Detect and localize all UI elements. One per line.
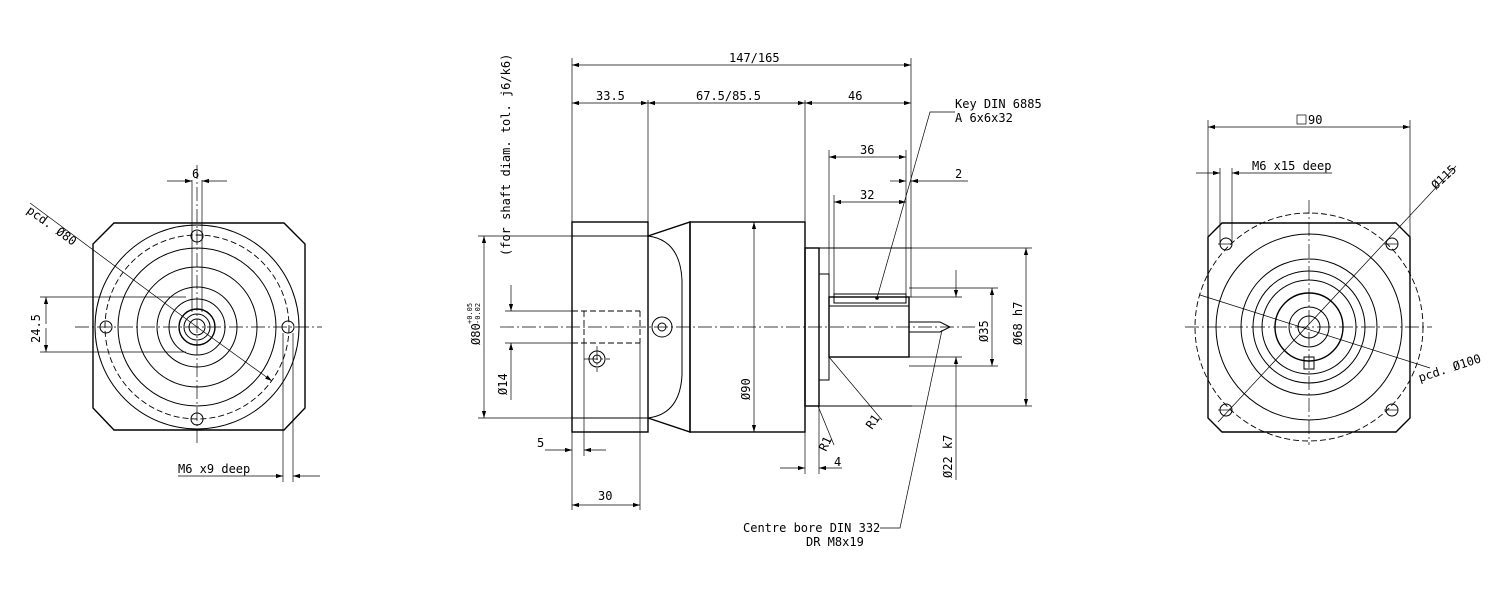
left-view: 6 pcd. Ø80 24.5 M6 x9 deep: [24, 165, 322, 482]
dim-dia-80-tol-lower: -0.02: [474, 303, 482, 324]
dim-dia-90: Ø90: [739, 378, 753, 400]
dim-dia-80: Ø80: [469, 323, 483, 345]
side-view: 147/165 33.5 67.5/85.5 46 36 32 2 Key DI…: [466, 51, 1042, 549]
dim-2: 2: [955, 167, 962, 181]
right-thread-label: M6 x15 deep: [1252, 159, 1331, 173]
dim-6: 6: [192, 167, 199, 181]
centre-bore-label-line2: DR M8x19: [806, 535, 864, 549]
dim-33-5: 33.5: [596, 89, 625, 103]
shaft-tolerance-note: (for shaft diam. tol. j6/k6): [499, 54, 513, 256]
dim-total-length: 147/165: [729, 51, 780, 65]
right-square-dim: 90: [1308, 113, 1322, 127]
dim-dia-35: Ø35: [977, 320, 991, 342]
left-flange-outline: [92, 222, 306, 431]
dim-32: 32: [860, 188, 874, 202]
left-pcd-label: pcd. Ø80: [24, 203, 79, 248]
dim-30: 30: [598, 489, 612, 503]
square-symbol: [1296, 114, 1307, 125]
centre-bore: [909, 321, 952, 333]
dim-dia-14: Ø14: [496, 373, 510, 395]
dim-dia-68: Ø68 h7: [1011, 302, 1025, 345]
input-flange: [571, 221, 649, 433]
dim-5: 5: [537, 436, 544, 450]
dim-46: 46: [848, 89, 862, 103]
vent-plug: [651, 316, 673, 338]
right-view: 90 M6 x15 deep Ø115 pcd. Ø100: [1185, 113, 1483, 445]
left-thread-label: M6 x9 deep: [178, 462, 250, 476]
shaft-key: [833, 293, 907, 304]
dim-dia-80-tol-upper: +0.05: [466, 303, 474, 324]
dim-24-5: 24.5: [29, 314, 43, 343]
key-label-line2: A 6x6x32: [955, 111, 1013, 125]
right-dia-115-label: Ø115: [1428, 162, 1459, 192]
dim-4: 4: [834, 455, 841, 469]
radius-r1-flange: R1: [816, 434, 835, 453]
output-shaft: [828, 296, 910, 358]
dim-36: 36: [860, 143, 874, 157]
centre-bore-label-line1: Centre bore DIN 332: [743, 521, 880, 535]
radius-r1-shaft: R1: [863, 412, 883, 432]
dim-dia-22: Ø22 k7: [941, 435, 955, 478]
key-label-line1: Key DIN 6885: [955, 97, 1042, 111]
dim-67-5: 67.5/85.5: [696, 89, 761, 103]
right-pcd-label: pcd. Ø100: [1417, 351, 1483, 384]
